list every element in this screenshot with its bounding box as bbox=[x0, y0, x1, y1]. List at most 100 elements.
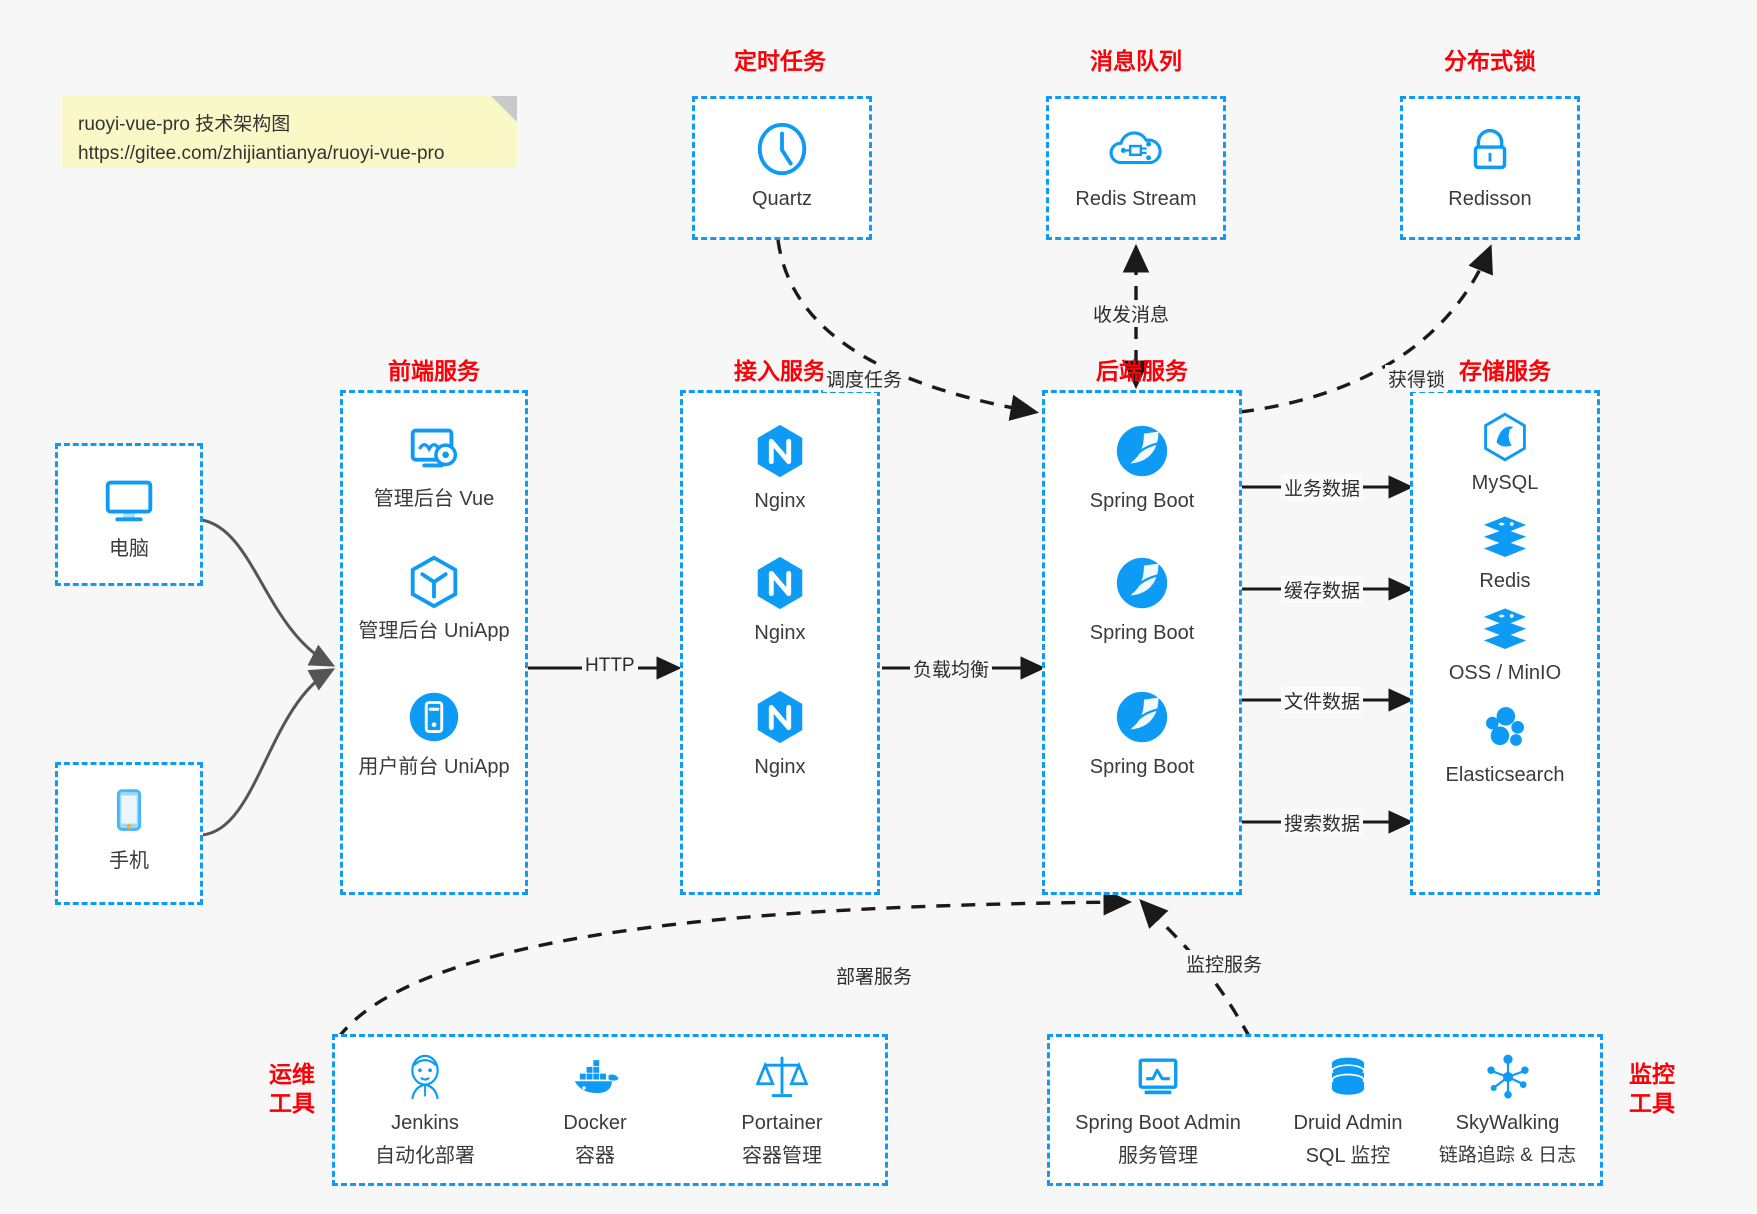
node-phone[interactable]: 手机 bbox=[55, 780, 203, 875]
edge-label-schedule-task: 调度任务 bbox=[823, 365, 906, 392]
group-title-devops-line2: 工具 bbox=[269, 1089, 315, 1116]
node-admin-vue[interactable]: 管理后台 Vue bbox=[340, 418, 528, 513]
node-sublabel: 链路追踪 & 日志 bbox=[1438, 1144, 1577, 1166]
group-box-frontend bbox=[340, 390, 528, 895]
group-title-storage: 存储服务 bbox=[1459, 358, 1551, 384]
node-portainer[interactable]: Portainer 容器管理 bbox=[692, 1050, 872, 1169]
group-title-frontend: 前端服务 bbox=[388, 358, 480, 384]
group-box-desktop-client bbox=[55, 443, 203, 586]
node-admin-uniapp[interactable]: 管理后台 UniApp bbox=[340, 550, 528, 645]
edge-label-monitor-service: 监控服务 bbox=[1183, 950, 1266, 977]
architecture-note: ruoyi-vue-pro 技术架构图 https://gitee.com/zh… bbox=[62, 96, 517, 168]
docker-icon bbox=[574, 1060, 619, 1094]
nginx-icon bbox=[757, 424, 803, 478]
node-label: Elasticsearch bbox=[1445, 764, 1565, 786]
node-quartz[interactable]: Quartz bbox=[692, 118, 872, 213]
node-oss-minio[interactable]: OSS / MinIO bbox=[1410, 600, 1600, 687]
node-spring-boot-3[interactable]: Spring Boot bbox=[1042, 686, 1242, 781]
note-line-url: https://gitee.com/zhijiantianya/ruoyi-vu… bbox=[78, 143, 445, 165]
scales-icon bbox=[755, 1056, 809, 1097]
jenkins-icon bbox=[411, 1054, 439, 1100]
phone-icon bbox=[116, 789, 142, 831]
node-redisson[interactable]: Redisson bbox=[1400, 118, 1580, 213]
group-box-message-queue bbox=[1046, 96, 1226, 240]
edge-label-cache-data: 缓存数据 bbox=[1281, 576, 1364, 603]
group-title-monitoring-line1: 监控 bbox=[1629, 1061, 1675, 1087]
node-skywalking[interactable]: SkyWalking 链路追踪 & 日志 bbox=[1420, 1050, 1595, 1168]
redis-icon bbox=[1483, 516, 1527, 557]
edge-label-file-data: 文件数据 bbox=[1281, 687, 1364, 714]
note-fold-corner bbox=[491, 96, 517, 122]
node-mysql[interactable]: MySQL bbox=[1410, 410, 1600, 497]
node-label: Jenkins bbox=[391, 1112, 459, 1134]
group-title-gateway: 接入服务 bbox=[734, 358, 826, 384]
node-label: OSS / MinIO bbox=[1448, 662, 1562, 684]
cloud-network-icon bbox=[1109, 131, 1162, 165]
edge-label-http: HTTP bbox=[582, 655, 638, 677]
node-label: Redisson bbox=[1448, 188, 1532, 210]
node-jenkins[interactable]: Jenkins 自动化部署 bbox=[342, 1050, 508, 1169]
node-label: Quartz bbox=[751, 188, 813, 210]
nginx-icon bbox=[757, 556, 803, 610]
clock-icon bbox=[757, 122, 807, 176]
node-elasticsearch[interactable]: Elasticsearch bbox=[1410, 702, 1600, 789]
group-title-distributed-lock: 分布式锁 bbox=[1444, 48, 1536, 74]
node-spring-boot-2[interactable]: Spring Boot bbox=[1042, 552, 1242, 647]
group-box-devops bbox=[332, 1034, 888, 1186]
node-druid-admin[interactable]: Druid Admin SQL 监控 bbox=[1268, 1050, 1428, 1169]
edge-deploy-service bbox=[336, 888, 1133, 1040]
node-spring-boot-admin[interactable]: Spring Boot Admin 服务管理 bbox=[1058, 1050, 1258, 1169]
node-label: Spring Boot bbox=[1089, 622, 1195, 644]
monitor-chart-icon bbox=[1138, 1058, 1178, 1095]
node-label: Spring Boot bbox=[1089, 490, 1195, 512]
node-label: Redis bbox=[1479, 570, 1531, 592]
edge-label-load-balance: 负载均衡 bbox=[910, 655, 993, 682]
mysql-icon bbox=[1484, 412, 1526, 462]
node-docker[interactable]: Docker 容器 bbox=[512, 1050, 678, 1169]
group-title-devops-line1: 运维 bbox=[269, 1061, 315, 1087]
group-title-backend: 后端服务 bbox=[1096, 358, 1188, 384]
edge-label-business-data: 业务数据 bbox=[1281, 474, 1364, 501]
node-nginx-1[interactable]: Nginx bbox=[680, 420, 880, 515]
node-sublabel: SQL 监控 bbox=[1305, 1144, 1391, 1167]
node-spring-boot-1[interactable]: Spring Boot bbox=[1042, 420, 1242, 515]
node-sublabel: 服务管理 bbox=[1118, 1144, 1198, 1167]
node-label: Nginx bbox=[754, 490, 806, 512]
node-nginx-2[interactable]: Nginx bbox=[680, 552, 880, 647]
node-label: 管理后台 Vue bbox=[373, 488, 495, 510]
node-label: Druid Admin bbox=[1293, 1112, 1403, 1134]
node-redis-stream[interactable]: Redis Stream bbox=[1046, 118, 1226, 213]
note-line-title: ruoyi-vue-pro 技术架构图 bbox=[78, 114, 291, 135]
node-label: 管理后台 UniApp bbox=[358, 620, 510, 642]
edge-monitor-service bbox=[1139, 899, 1252, 1039]
node-sublabel: 自动化部署 bbox=[375, 1144, 475, 1167]
group-title-devops: 运维 工具 bbox=[254, 1060, 330, 1118]
node-desktop[interactable]: 电脑 bbox=[55, 468, 203, 563]
node-label: MySQL bbox=[1471, 472, 1539, 494]
lock-icon bbox=[1473, 128, 1507, 170]
database-icon bbox=[1331, 1057, 1365, 1095]
spring-boot-icon bbox=[1116, 425, 1168, 477]
mobile-app-icon bbox=[409, 692, 459, 742]
spring-boot-icon bbox=[1116, 557, 1168, 609]
node-sublabel: 容器 bbox=[575, 1144, 615, 1167]
node-redis[interactable]: Redis bbox=[1410, 508, 1600, 595]
oss-minio-icon bbox=[1483, 608, 1527, 649]
node-label: SkyWalking bbox=[1455, 1112, 1560, 1134]
edge-label-acquire-lock: 获得锁 bbox=[1385, 365, 1449, 392]
node-label: 手机 bbox=[109, 850, 149, 872]
node-label: Spring Boot Admin bbox=[1075, 1112, 1241, 1134]
edge-label-search-data: 搜索数据 bbox=[1281, 809, 1364, 836]
node-label: Spring Boot bbox=[1089, 756, 1195, 778]
dashboard-gear-icon bbox=[410, 428, 458, 468]
node-user-uniapp[interactable]: 用户前台 UniApp bbox=[340, 686, 528, 781]
group-box-scheduled-task bbox=[692, 96, 872, 240]
node-label: 用户前台 UniApp bbox=[358, 756, 510, 778]
nginx-icon bbox=[757, 690, 803, 744]
node-nginx-3[interactable]: Nginx bbox=[680, 686, 880, 781]
node-sublabel: 容器管理 bbox=[742, 1144, 822, 1167]
edge-acquire-lock bbox=[1239, 244, 1493, 414]
edge-label-deploy-service: 部署服务 bbox=[833, 962, 916, 989]
edge-desktop-to-frontend bbox=[201, 518, 336, 667]
group-title-scheduled-task: 定时任务 bbox=[734, 48, 826, 74]
